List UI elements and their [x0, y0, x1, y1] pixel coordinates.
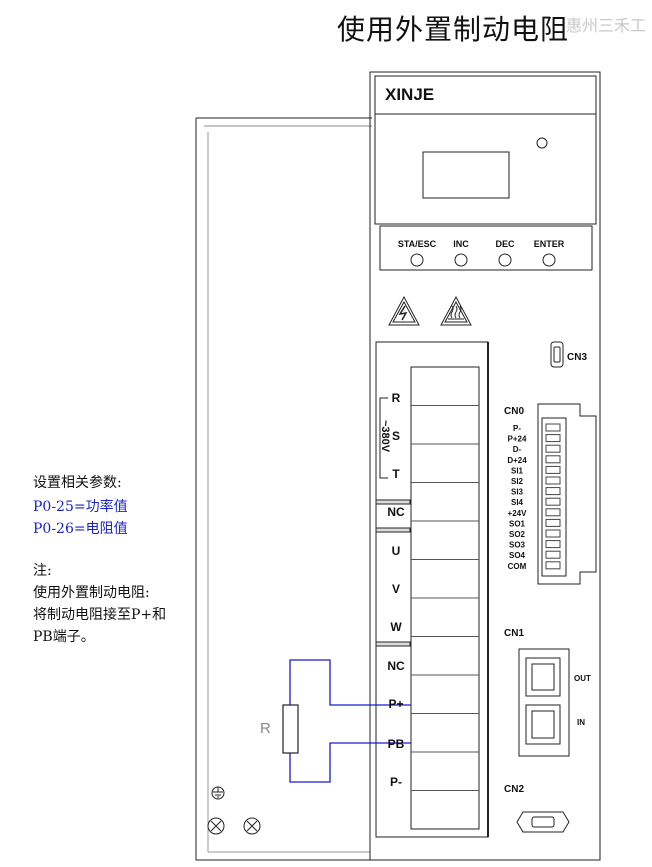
cn2-connector [516, 811, 570, 833]
cn0-connector [537, 403, 597, 585]
terminal-label-4: U [392, 544, 401, 558]
status-led [536, 137, 548, 149]
cn2-label: CN2 [504, 784, 524, 795]
note-title: 注: [33, 563, 52, 579]
wire-to-p-plus [289, 659, 411, 706]
hot-surface-warning-icon [440, 295, 472, 326]
sta-esc-button[interactable] [410, 253, 424, 267]
cn0-label: CN0 [504, 406, 524, 417]
terminal-label-5: V [392, 582, 400, 596]
cn0-pin-label: SO4 [509, 551, 526, 560]
cn0-pin-slot [545, 423, 561, 432]
terminal-label-1: S [392, 429, 400, 443]
resistor-wiring [289, 659, 411, 783]
dec-button[interactable] [498, 253, 512, 267]
cn0-pin-slot [545, 465, 561, 474]
cn1-in-label: IN [577, 718, 585, 727]
terminal-label-3: NC [387, 505, 405, 519]
drive-side-panel [195, 118, 370, 861]
cn0-pin-label: SO3 [509, 541, 526, 550]
ground-screw-1 [207, 817, 225, 835]
button-label-enter: ENTER [534, 239, 565, 249]
voltage-label: ~380V [379, 420, 391, 453]
brand-logo: XINJE [385, 85, 434, 104]
cn0-pin-slot [545, 444, 561, 453]
cn0-pin-slot [545, 497, 561, 506]
terminal-label-6: W [390, 620, 402, 634]
cn0-pin-slot [545, 487, 561, 496]
cn1-out-label: OUT [574, 674, 591, 683]
cn0-pin-label: SI1 [511, 466, 524, 475]
cn0-pin-slot [545, 550, 561, 559]
note-line-3: PB端子。 [33, 629, 95, 645]
ground-screw-2 [243, 817, 261, 835]
cn3-label: CN3 [567, 352, 587, 363]
cn0-pin-slot [545, 518, 561, 527]
wire-to-pb [289, 742, 411, 783]
resistor-label: R [260, 720, 271, 737]
electric-warning-icon [388, 295, 420, 326]
voltage-bracket [379, 397, 388, 479]
cn0-pin-slot [545, 540, 561, 549]
cn1-out-port [525, 657, 561, 697]
button-label-dec: DEC [495, 239, 515, 249]
terminal-separator-2 [375, 527, 411, 533]
page-title: 使用外置制动电阻 [337, 13, 570, 46]
cn0-pin-label: P- [513, 424, 521, 433]
cn0-pin-slot [545, 561, 561, 570]
display-cover [374, 75, 597, 225]
cn0-pin-label: D- [513, 445, 522, 454]
lcd-display [422, 151, 510, 199]
inc-button[interactable] [454, 253, 468, 267]
cn0-pin-label: SI3 [511, 488, 524, 497]
terminal-separator-3 [375, 641, 411, 647]
button-panel [379, 225, 593, 271]
terminal-label-10: P- [390, 775, 402, 789]
cn0-pin-slot [545, 455, 561, 464]
drive-front-panel [369, 71, 601, 861]
cn0-pin-slot [545, 529, 561, 538]
cn1-in-port [525, 704, 561, 745]
terminal-label-8: P+ [388, 697, 403, 711]
terminal-label-9: PB [388, 737, 405, 751]
cn0-pin-slot [545, 508, 561, 517]
cn0-pin-label: +24V [508, 509, 528, 518]
braking-resistor [282, 704, 299, 754]
terminal-label-0: R [392, 391, 401, 405]
terminal-label-7: NC [387, 659, 405, 673]
cn0-pin-label: SO1 [509, 519, 526, 528]
cn1-connector [518, 648, 570, 757]
cn0-pin-label: D+24 [507, 456, 527, 465]
enter-button[interactable] [542, 253, 556, 267]
terminal-separator-1 [375, 499, 411, 505]
cn0-pin-label: SO2 [509, 530, 526, 539]
cn0-pin-label: SI4 [511, 498, 524, 507]
cn1-label: CN1 [504, 628, 524, 639]
cn0-pin-slot [545, 476, 561, 485]
settings-title: 设置相关参数: [33, 475, 122, 491]
watermark: 惠州三禾工 [566, 16, 647, 35]
note-line-1: 使用外置制动电阻: [33, 585, 150, 601]
cn0-pin-label: P+24 [508, 435, 527, 444]
cn3-connector [550, 341, 564, 368]
cn0-pin-label: COM [508, 562, 527, 571]
terminal-label-2: T [392, 467, 400, 481]
param-p0-25: P0-25=功率值 [33, 499, 128, 515]
param-p0-26: P0-26=电阻值 [33, 521, 128, 537]
button-label-sta-esc: STA/ESC [398, 239, 437, 249]
cn0-pin-label: SI2 [511, 477, 524, 486]
button-label-inc: INC [453, 239, 469, 249]
note-line-2: 将制动电阻接至P+和 [33, 607, 167, 623]
cn0-pin-slot [545, 434, 561, 443]
